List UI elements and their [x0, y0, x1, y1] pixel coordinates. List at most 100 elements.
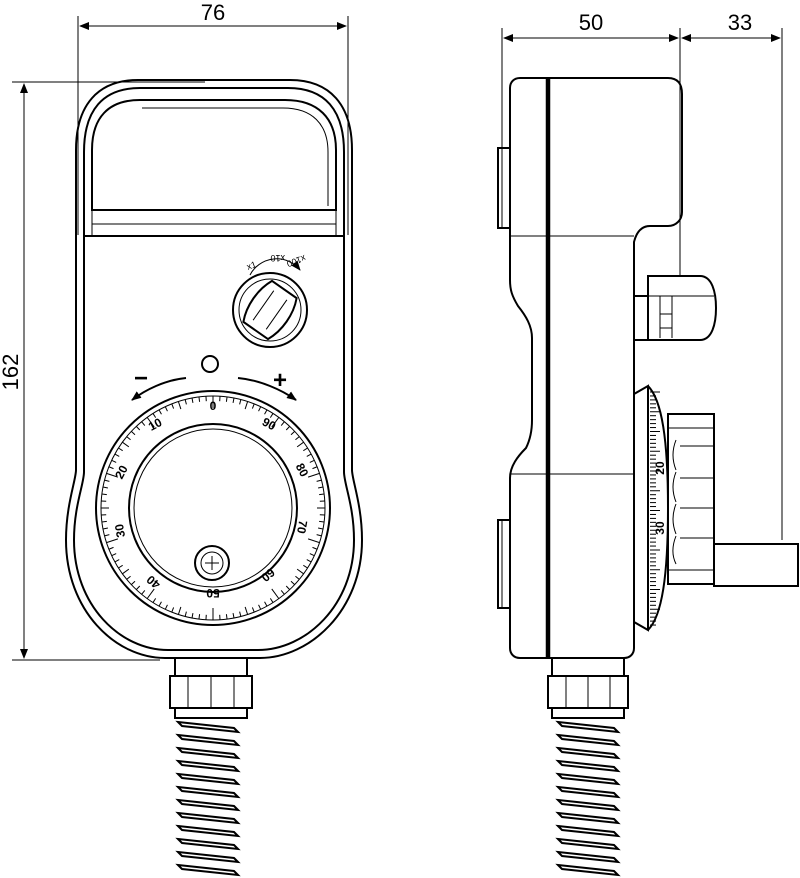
side-button-lower[interactable] — [497, 519, 511, 609]
side-scale-20: 20 — [653, 461, 667, 475]
side-coiled-cable — [555, 720, 621, 877]
scale-tick — [316, 534, 322, 537]
side-scale-ticks — [650, 391, 660, 626]
minus-direction-arrow — [131, 377, 187, 401]
side-cable-gland — [547, 657, 629, 719]
cable-coil — [175, 837, 241, 851]
scale-tick — [158, 409, 162, 415]
scale-tick — [102, 527, 108, 530]
jog-plus-label: + — [273, 367, 287, 394]
scale-tick — [264, 601, 268, 607]
scale-tick — [258, 406, 262, 412]
crank-handle[interactable] — [713, 543, 799, 587]
scale-tick — [141, 590, 146, 595]
scale-tick — [114, 453, 120, 457]
selector-label-x1: x1 — [245, 259, 257, 272]
scale-tick — [269, 413, 274, 418]
scale-tick — [318, 527, 324, 530]
dimension-depth: 50 33 — [501, 10, 783, 540]
scale-tick — [225, 614, 228, 620]
scale-tick — [101, 493, 107, 496]
scale-tick — [295, 436, 300, 441]
side-scale-30: 30 — [653, 521, 667, 535]
scale-tick — [309, 459, 315, 463]
scale-20: 20 — [112, 463, 131, 482]
scale-40: 40 — [144, 572, 163, 592]
scale-tick — [303, 447, 308, 452]
scale-tick — [239, 611, 242, 617]
scale-tick — [122, 568, 130, 575]
cable-coil — [175, 746, 241, 760]
side-jog-wheel[interactable] — [633, 384, 799, 632]
scale-10: 10 — [146, 415, 165, 434]
scale-tick — [104, 534, 110, 537]
scale-tick — [122, 441, 130, 448]
cable-coil — [555, 850, 621, 864]
cable-coil — [555, 733, 621, 747]
scale-tick — [290, 580, 295, 586]
scale-tick — [296, 568, 304, 575]
cable-coil — [175, 850, 241, 864]
scale-60: 60 — [258, 565, 277, 585]
scale-tick — [171, 403, 175, 409]
cable-coil — [175, 759, 241, 773]
status-led — [201, 355, 219, 373]
scale-tick — [306, 559, 312, 563]
selector-knob[interactable] — [232, 272, 308, 348]
scale-tick — [106, 538, 119, 544]
scale-tick — [118, 564, 123, 569]
scale-tick — [158, 601, 162, 607]
scale-tick — [271, 588, 280, 599]
cable-coil — [175, 772, 241, 786]
scale-50: 50 — [206, 586, 220, 600]
scale-tick — [244, 606, 249, 615]
dimension-width: 76 — [77, 0, 349, 235]
scale-tick — [251, 607, 255, 613]
scale-tick — [131, 430, 136, 436]
scale-tick — [126, 436, 131, 441]
scale-tick — [164, 406, 168, 412]
scale-tick — [232, 613, 235, 619]
scale-tick — [239, 399, 242, 405]
cable-coil — [175, 733, 241, 747]
scale-tick — [269, 598, 274, 603]
side-button-upper[interactable] — [497, 147, 511, 229]
scale-tick — [191, 397, 194, 403]
jog-crank-cap[interactable] — [194, 545, 230, 581]
scale-tick — [198, 396, 201, 402]
side-selector-knob[interactable] — [633, 275, 718, 341]
front-coiled-cable — [175, 720, 241, 877]
scale-tick — [290, 430, 295, 436]
scale-90: 90 — [260, 415, 279, 434]
scale-tick — [102, 486, 108, 489]
scale-tick — [146, 588, 155, 599]
scale-tick — [225, 396, 228, 402]
scale-tick — [135, 585, 141, 590]
scale-tick — [118, 447, 123, 452]
scale-tick — [164, 604, 168, 610]
scale-tick — [296, 441, 304, 448]
dim-label-height: 162 — [0, 354, 23, 391]
cable-coil — [175, 863, 241, 877]
scale-tick — [251, 403, 255, 409]
scale-tick — [312, 466, 318, 470]
scale-tick — [171, 607, 175, 613]
scale-80: 80 — [293, 461, 312, 480]
scale-tick — [111, 553, 117, 557]
scale-tick — [111, 459, 117, 463]
jog-dial[interactable] — [95, 390, 331, 626]
scale-tick — [152, 598, 157, 603]
jog-scale-ticks — [101, 396, 325, 620]
scale-70: 70 — [294, 519, 310, 535]
cable-coil — [555, 746, 621, 760]
scale-tick — [232, 397, 235, 403]
cable-coil — [175, 824, 241, 838]
scale-tick — [285, 585, 291, 590]
scale-tick — [191, 613, 194, 619]
cable-coil — [555, 863, 621, 877]
cable-coil — [555, 720, 621, 734]
scale-tick — [307, 538, 320, 544]
screw-icon — [205, 556, 219, 570]
dim-label-depth: 50 — [579, 10, 603, 35]
plus-direction-arrow — [237, 377, 297, 401]
